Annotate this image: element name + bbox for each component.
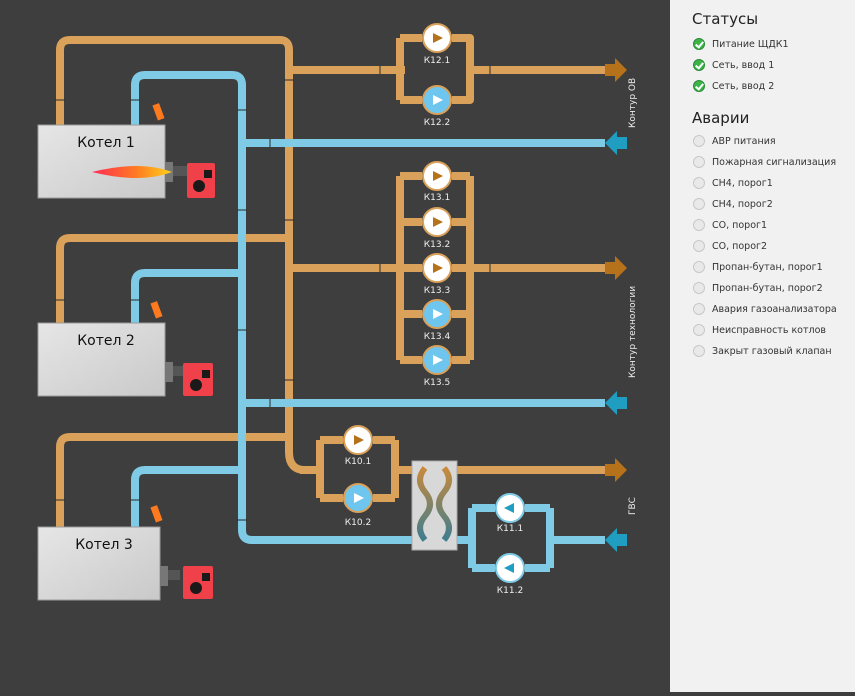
flame-icon <box>92 166 172 178</box>
statuses-title: Статусы <box>692 10 759 28</box>
status-label: Сеть, ввод 2 <box>712 80 775 92</box>
alarm-label: Авария газоанализатора <box>712 303 837 315</box>
boiler-scheme: Котел 1 Котел 2 Котел 3 Контур ОВ Контур… <box>37 23 638 601</box>
boiler-2-label: Котел 2 <box>77 333 135 349</box>
status-item: Питание ЩДК1 <box>693 36 789 52</box>
pump-k10-2[interactable]: К10.2 <box>343 483 373 528</box>
cold-in-arrow-icon <box>605 528 627 552</box>
alarm-item: Закрыт газовый клапан <box>693 343 832 359</box>
pump-label: К13.5 <box>424 378 450 388</box>
pump-label: К12.2 <box>424 118 450 128</box>
alarm-label: Пропан-бутан, порог1 <box>712 261 823 273</box>
pump-k11-1[interactable]: К11.1 <box>495 493 525 534</box>
boiler-1[interactable] <box>37 103 215 199</box>
alarm-label: CO, порог1 <box>712 219 768 231</box>
pump-label: К13.1 <box>424 193 450 203</box>
alarm-item: CO, порог2 <box>693 238 767 254</box>
pump-k13-5[interactable]: К13.5 <box>422 345 452 388</box>
pump-label: К10.2 <box>345 518 371 528</box>
status-indicator-icon <box>693 156 705 168</box>
alarm-item: Пожарная сигнализация <box>693 154 836 170</box>
cold-pipes <box>131 71 605 572</box>
pipe-joints <box>55 66 491 521</box>
status-item: Сеть, ввод 1 <box>693 57 774 73</box>
alarm-label: Закрыт газовый клапан <box>712 345 832 357</box>
alarm-label: CH4, порог2 <box>712 198 773 210</box>
hot-pipes <box>56 34 605 527</box>
alarm-item: Пропан-бутан, порог1 <box>693 259 823 275</box>
pump-label: К13.3 <box>424 286 450 296</box>
boiler-3[interactable] <box>37 505 213 601</box>
outlet-arrows <box>605 58 627 552</box>
alarm-item: Неисправность котлов <box>693 322 826 338</box>
pump-k13-2[interactable]: К13.2 <box>422 207 452 250</box>
hot-out-arrow-icon <box>605 256 627 280</box>
check-circle-icon <box>693 59 705 71</box>
pump-k10-1[interactable]: К10.1 <box>343 425 373 467</box>
pump-label: К11.1 <box>497 524 523 534</box>
status-item: Сеть, ввод 2 <box>693 78 774 94</box>
pumps: К12.1 К12.2 К13.1 К13.2 К13.3 К13.4 К13.… <box>343 23 525 596</box>
circuit-tech-label: Контур технологии <box>628 286 638 378</box>
alarm-item: CH4, порог1 <box>693 175 773 191</box>
alarm-label: CH4, порог1 <box>712 177 773 189</box>
status-label: Питание ЩДК1 <box>712 38 789 50</box>
pump-k13-4[interactable]: К13.4 <box>422 299 452 342</box>
alarm-item: Пропан-бутан, порог2 <box>693 280 823 296</box>
status-indicator-icon <box>693 345 705 357</box>
alarm-label: АВР питания <box>712 135 776 147</box>
boiler-3-label: Котел 3 <box>75 537 133 553</box>
scheme-svg: Котел 1 Котел 2 Котел 3 Контур ОВ Контур… <box>37 23 638 601</box>
status-indicator-icon <box>693 198 705 210</box>
alarm-item: CO, порог1 <box>693 217 767 233</box>
hot-out-arrow-icon <box>605 58 627 82</box>
status-indicator-icon <box>693 303 705 315</box>
circuit-ov-label: Контур ОВ <box>628 78 638 128</box>
check-circle-icon <box>693 80 705 92</box>
boiler-2[interactable] <box>37 301 213 397</box>
circuit-gvs-label: ГВС <box>628 497 638 515</box>
status-indicator-icon <box>693 282 705 294</box>
alarms-title: Аварии <box>692 109 750 127</box>
status-indicator-icon <box>693 135 705 147</box>
alarm-item: АВР питания <box>693 133 776 149</box>
pump-label: К11.2 <box>497 586 523 596</box>
check-circle-icon <box>693 38 705 50</box>
heat-exchanger[interactable] <box>411 460 458 551</box>
alarm-label: Неисправность котлов <box>712 324 827 336</box>
alarm-label: Пропан-бутан, порог2 <box>712 282 823 294</box>
pump-label: К13.4 <box>424 332 451 342</box>
pump-label: К12.1 <box>424 56 450 66</box>
pump-label: К13.2 <box>424 240 450 250</box>
status-indicator-icon <box>693 261 705 273</box>
cold-in-arrow-icon <box>605 391 627 415</box>
alarm-label: Пожарная сигнализация <box>712 156 837 168</box>
pump-k12-2[interactable]: К12.2 <box>422 85 452 128</box>
boiler-1-label: Котел 1 <box>77 135 135 151</box>
pump-k12-1[interactable]: К12.1 <box>422 23 452 66</box>
status-indicator-icon <box>693 240 705 252</box>
status-label: Сеть, ввод 1 <box>712 59 775 71</box>
pump-k11-2[interactable]: К11.2 <box>495 553 525 596</box>
cold-in-arrow-icon <box>605 131 627 155</box>
pump-label: К10.1 <box>345 457 371 467</box>
pump-k13-1[interactable]: К13.1 <box>422 161 452 203</box>
alarm-item: CH4, порог2 <box>693 196 773 212</box>
hot-out-arrow-icon <box>605 458 627 482</box>
status-indicator-icon <box>693 177 705 189</box>
alarm-item: Авария газоанализатора <box>693 301 837 317</box>
alarm-label: CO, порог2 <box>712 240 768 252</box>
pump-k13-3[interactable]: К13.3 <box>422 253 452 296</box>
status-indicator-icon <box>693 219 705 231</box>
status-indicator-icon <box>693 324 705 336</box>
